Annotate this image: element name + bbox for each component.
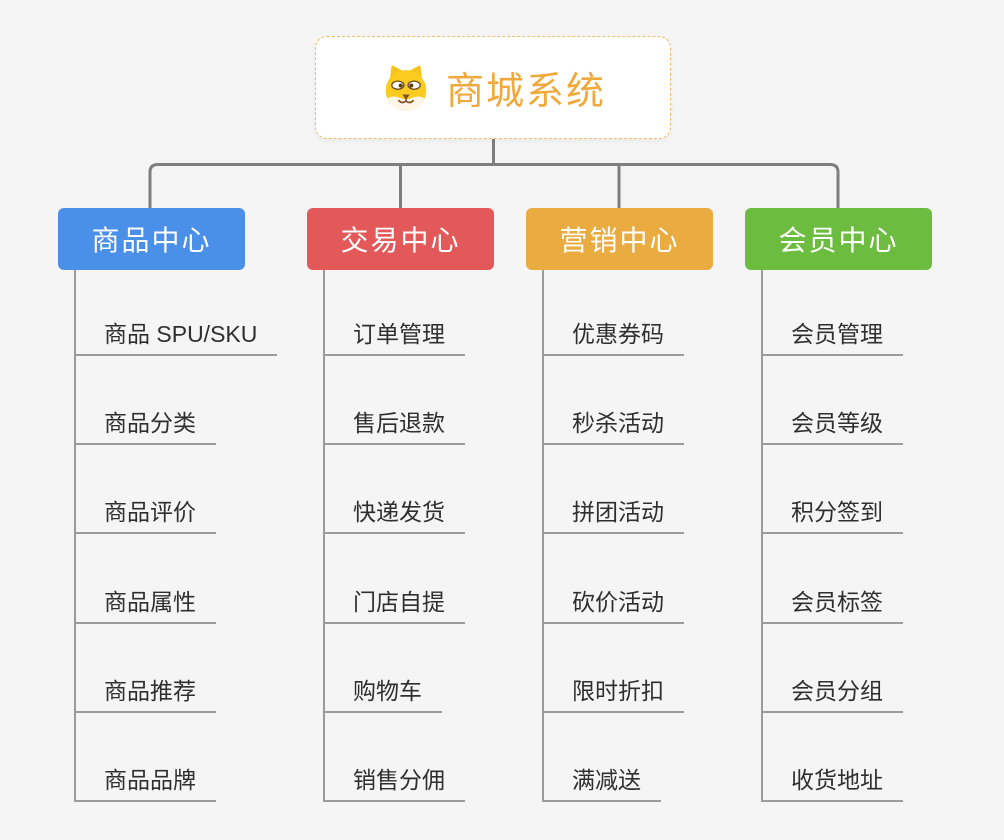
leaf-node[interactable]: 售后退款 xyxy=(323,407,465,445)
leaf-node[interactable]: 商品属性 xyxy=(74,586,216,624)
root-title: 商城系统 xyxy=(445,71,606,113)
leaf-node[interactable]: 砍价活动 xyxy=(542,586,684,624)
leaf-node[interactable]: 拼团活动 xyxy=(542,496,684,534)
leaf-node[interactable]: 秒杀活动 xyxy=(542,407,684,445)
leaf-node[interactable]: 会员管理 xyxy=(761,318,903,356)
root-node[interactable]: 商城系统 xyxy=(315,36,671,139)
leaf-node[interactable]: 会员分组 xyxy=(761,675,903,713)
leaf-node[interactable]: 购物车 xyxy=(323,675,442,713)
leaf-node[interactable]: 销售分佣 xyxy=(323,764,465,802)
doge-icon xyxy=(385,65,427,111)
leaf-node[interactable]: 满减送 xyxy=(542,764,661,802)
leaf-node[interactable]: 商品评价 xyxy=(74,496,216,534)
leaf-node[interactable]: 会员等级 xyxy=(761,407,903,445)
branch-header-product[interactable]: 商品中心 xyxy=(58,208,245,270)
branch-header-trade[interactable]: 交易中心 xyxy=(307,208,494,270)
branch-header-member[interactable]: 会员中心 xyxy=(745,208,932,270)
leaf-node[interactable]: 商品分类 xyxy=(74,407,216,445)
leaf-node[interactable]: 订单管理 xyxy=(323,318,465,356)
leaf-node[interactable]: 优惠券码 xyxy=(542,318,684,356)
branch-header-marketing[interactable]: 营销中心 xyxy=(526,208,713,270)
leaf-node[interactable]: 商品推荐 xyxy=(74,675,216,713)
leaf-node[interactable]: 快递发货 xyxy=(323,496,465,534)
branch-marketing-center: 营销中心 优惠券码 秒杀活动 拼团活动 砍价活动 限时折扣 满减送 xyxy=(526,0,776,840)
leaf-node[interactable]: 限时折扣 xyxy=(542,675,684,713)
leaf-node[interactable]: 门店自提 xyxy=(323,586,465,624)
leaf-node[interactable]: 积分签到 xyxy=(761,496,903,534)
branch-trunk-line xyxy=(74,270,76,802)
branch-product-center: 商品中心 商品 SPU/SKU 商品分类 商品评价 商品属性 商品推荐 商品品牌 xyxy=(58,0,308,840)
leaf-node[interactable]: 会员标签 xyxy=(761,586,903,624)
branch-trade-center: 交易中心 订单管理 售后退款 快递发货 门店自提 购物车 销售分佣 xyxy=(307,0,557,840)
branch-trunk-line xyxy=(542,270,544,802)
branch-trunk-line xyxy=(761,270,763,802)
branch-trunk-line xyxy=(323,270,325,802)
leaf-node[interactable]: 商品品牌 xyxy=(74,764,216,802)
leaf-node[interactable]: 收货地址 xyxy=(761,764,903,802)
leaf-node[interactable]: 商品 SPU/SKU xyxy=(74,318,278,356)
branch-member-center: 会员中心 会员管理 会员等级 积分签到 会员标签 会员分组 收货地址 xyxy=(745,0,995,840)
